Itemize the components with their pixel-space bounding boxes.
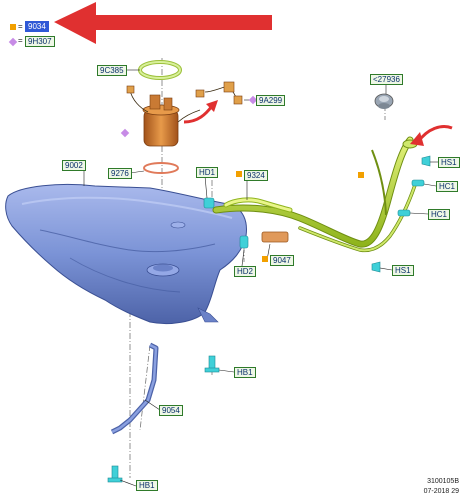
red-curved-arrow [183, 100, 218, 124]
seal-9276 [143, 162, 179, 174]
label-9047: 9047 [270, 255, 294, 266]
label-27936: <27936 [370, 74, 403, 85]
filler-cap-27936 [374, 93, 394, 109]
legend-label-9034: 9034 [25, 21, 49, 32]
red-curved-arrow-filler [410, 125, 453, 146]
label-9002: 9002 [62, 160, 86, 171]
lock-ring-9C385 [138, 60, 182, 80]
bolt-hb1-bottom [107, 465, 123, 483]
bolt-hb1-top [204, 355, 220, 373]
fuel-tank-9002 [5, 184, 247, 325]
screw-hs1-bottom [371, 261, 381, 273]
pump-connector-9A299 [204, 81, 243, 105]
legend-equals-2: = [18, 36, 23, 45]
legend-square-icon [10, 24, 16, 30]
label-hs1-bottom: HS1 [392, 265, 414, 276]
clip-hd1 [203, 197, 215, 209]
label-9A299: 9A299 [256, 95, 286, 106]
label-hd2: HD2 [234, 266, 257, 277]
large-red-arrow [54, 2, 272, 44]
label-hd1: HD1 [196, 167, 219, 178]
label-hc1-top: HC1 [436, 181, 459, 192]
label-9C385: 9C385 [97, 65, 127, 76]
label-hs1-top: HS1 [438, 157, 460, 168]
tank-strap-9054 [110, 342, 159, 435]
marker-symbols [120, 95, 364, 262]
leader-lines [83, 69, 438, 487]
clamp-hc1-mid [397, 209, 411, 217]
label-hc1-mid: HC1 [428, 209, 451, 220]
figure-date: 07-2018 29 [423, 488, 459, 495]
fuel-pump-module [126, 85, 205, 147]
label-9054: 9054 [159, 405, 183, 416]
connector-hose-9047 [261, 231, 289, 243]
legend-equals-1: = [18, 22, 23, 31]
clip-hd2 [239, 235, 249, 249]
screw-hs1-top [421, 155, 431, 167]
vent-hose-9324 [223, 197, 293, 213]
figure-code: 3100105B [427, 478, 459, 485]
clamp-hc1-top [411, 179, 425, 187]
label-9276: 9276 [108, 168, 132, 179]
legend-label-9H307: 9H307 [25, 36, 55, 47]
label-9324: 9324 [244, 170, 268, 181]
label-hb1-top: HB1 [234, 367, 256, 378]
label-hb1-bottom: HB1 [136, 480, 158, 491]
